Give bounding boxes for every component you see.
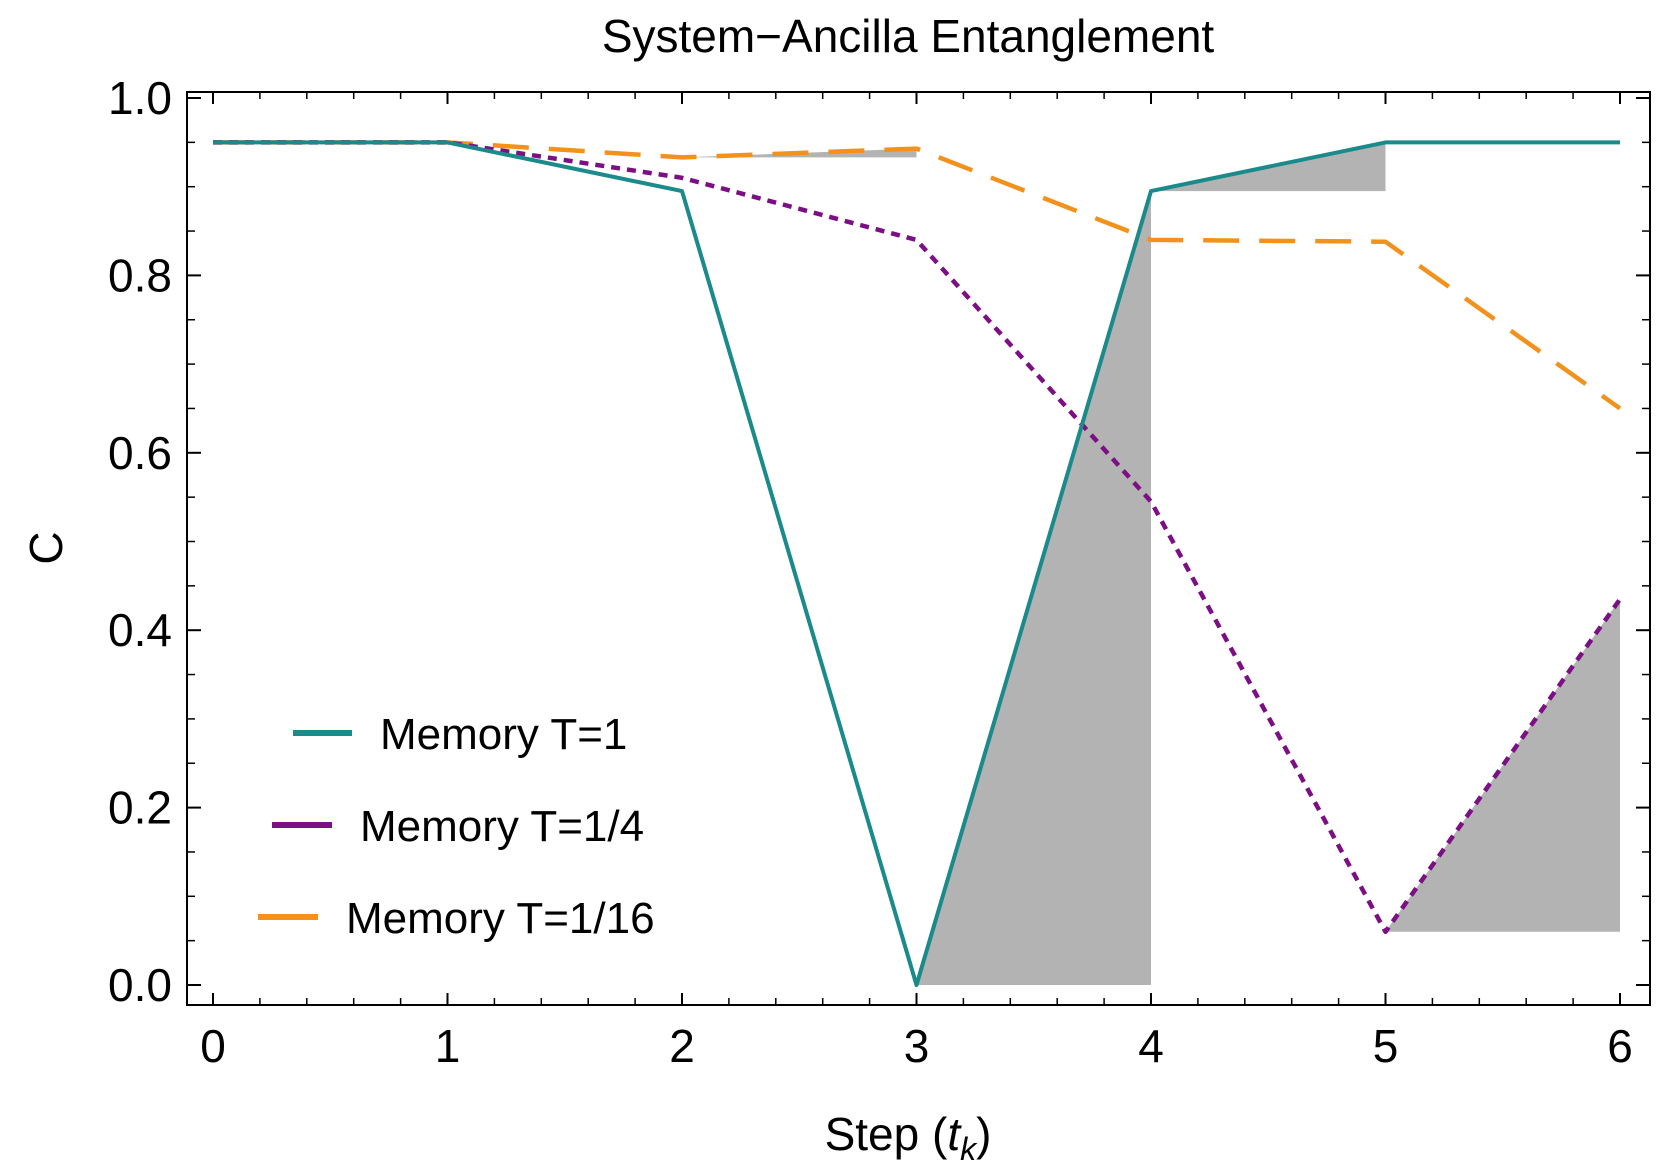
x-axis-label: Step (tk) [825, 1108, 992, 1167]
y-tick-label: 0.4 [108, 604, 172, 656]
axis-ticks [187, 92, 1650, 1005]
y-tick-label: 0.6 [108, 427, 172, 479]
x-tick-label: 5 [1373, 1020, 1399, 1072]
x-tick-label: 0 [200, 1020, 226, 1072]
plot-frame [186, 91, 1651, 1006]
y-tick-labels: 0.0 0.2 0.4 0.6 0.8 1.0 [108, 72, 172, 1011]
y-tick-label: 0.8 [108, 249, 172, 301]
series-lines [213, 140, 1622, 987]
y-tick-label: 0.0 [108, 959, 172, 1011]
y-tick-label: 0.2 [108, 782, 172, 834]
x-tick-label: 1 [435, 1020, 461, 1072]
y-tick-label: 1.0 [108, 72, 172, 124]
x-tick-label: 3 [904, 1020, 930, 1072]
y-axis-label: C [20, 531, 72, 564]
series-line-2 [213, 140, 1622, 411]
legend-label-1: Memory T=1/4 [360, 802, 644, 851]
x-tick-labels: 0 1 2 3 4 5 6 [200, 1020, 1633, 1072]
x-tick-label: 4 [1138, 1020, 1164, 1072]
series-line-1 [213, 140, 1622, 935]
legend-label-0: Memory T=1 [380, 710, 627, 759]
series-line-0 [213, 140, 1620, 987]
legend-label-2: Memory T=1/16 [346, 894, 655, 943]
x-tick-label: 6 [1607, 1020, 1633, 1072]
x-tick-label: 2 [669, 1020, 695, 1072]
shaded-regions [682, 142, 1620, 985]
chart-title: System−Ancilla Entanglement [602, 10, 1215, 62]
